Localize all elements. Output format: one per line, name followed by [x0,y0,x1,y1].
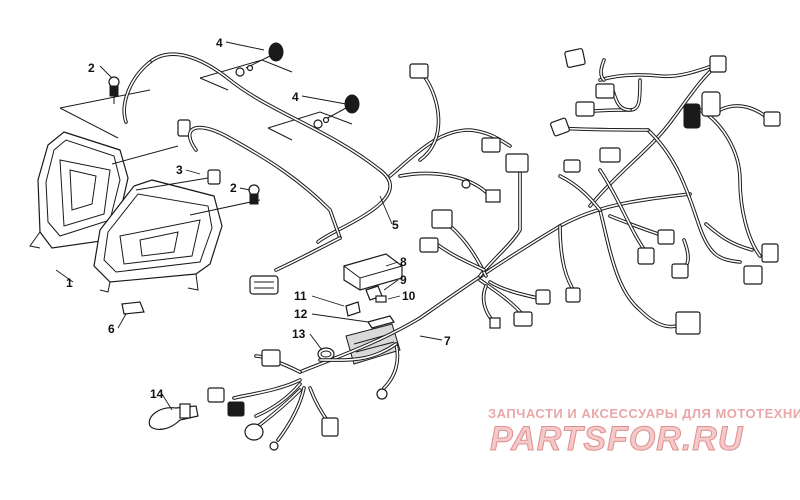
callout-1: 1 [66,276,73,290]
fuse-box-cover [343,253,403,291]
callout-8: 8 [400,255,407,269]
callout-2-upper: 2 [88,61,95,75]
callout-labels: 1 2 2 3 4 4 5 6 7 8 9 10 11 12 13 14 [66,36,451,401]
callout-4-lower: 4 [292,90,299,104]
callout-13: 13 [292,327,306,341]
lens-gasket [121,301,145,315]
callout-12: 12 [294,307,308,321]
clamp-ring [317,347,335,361]
callout-14: 14 [150,387,164,401]
bulb-socket-lower [207,169,221,185]
headlight-harness [122,52,512,272]
callout-2-lower: 2 [230,181,237,195]
callout-10: 10 [402,289,416,303]
bulb-socket-upper [177,119,191,137]
harness-connectors [207,48,781,451]
adjuster-knob-lower [313,94,360,129]
watermark: ЗАПЧАСТИ И АКСЕССУАРЫ ДЛЯ МОТОТЕХНИКИ PA… [488,406,800,459]
callout-9: 9 [400,273,407,287]
headlight-assembly-right [93,179,223,293]
bulb-upper [108,76,120,104]
callout-5: 5 [392,218,399,232]
adjuster-knob-upper [235,42,284,77]
callout-11: 11 [294,289,307,303]
callout-6: 6 [108,322,115,336]
relay-small [345,301,361,317]
leader-lines [55,41,443,411]
callout-4-upper: 4 [216,36,223,50]
harness-connector-left [249,275,279,295]
watermark-logo: PARTSFOR.RU [490,420,744,458]
callout-3: 3 [176,163,183,177]
diagnostic-probe [148,403,199,430]
fuse-strip [367,315,395,329]
callout-7: 7 [444,334,451,348]
bulb-lower [248,184,260,205]
watermark-tagline: ЗАПЧАСТИ И АКСЕССУАРЫ ДЛЯ МОТОТЕХНИКИ [488,406,800,421]
fuse [375,295,387,303]
